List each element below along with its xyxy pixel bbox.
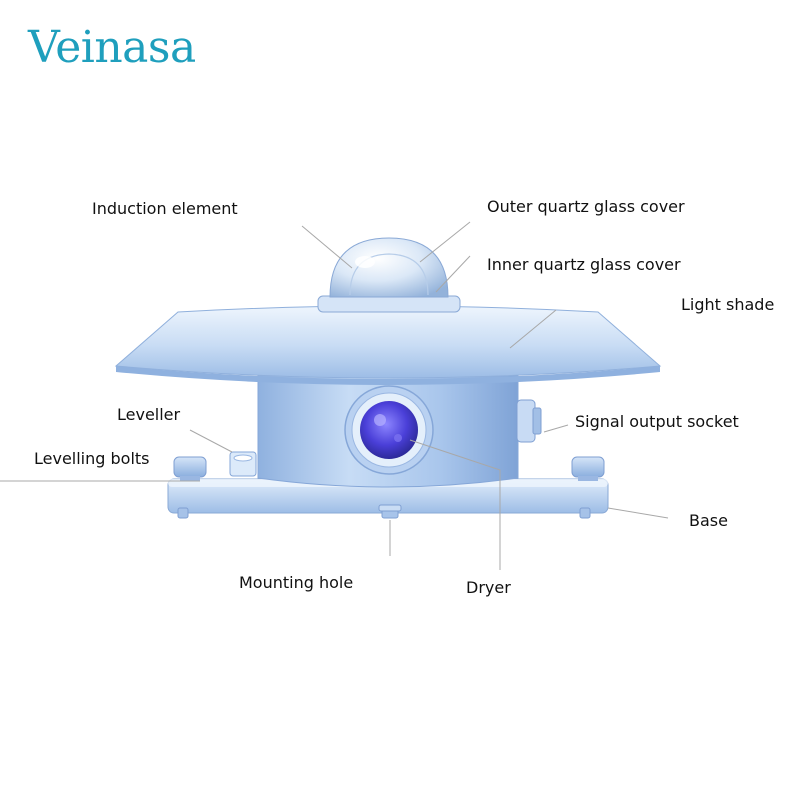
label-dryer: Dryer — [466, 578, 511, 597]
label-mounting-hole: Mounting hole — [239, 573, 354, 592]
label-base: Base — [689, 511, 728, 530]
label-signal-output-socket: Signal output socket — [575, 412, 739, 431]
mounting-hole — [378, 504, 402, 519]
leader-outer-glass — [419, 221, 471, 263]
base-edge-bolt-left — [177, 507, 189, 519]
base-edge-bolt-right — [579, 507, 591, 519]
outer-quartz-glass-dome — [329, 237, 449, 298]
leader-base — [607, 507, 669, 519]
leader-lines — [0, 221, 669, 570]
leader-dryer — [409, 439, 501, 570]
levelling-bolt-left — [173, 456, 207, 481]
dryer — [344, 385, 434, 475]
label-outer-quartz-glass-cover: Outer quartz glass cover — [487, 197, 685, 216]
label-light-shade: Light shade — [681, 295, 775, 314]
label-levelling-bolts: Levelling bolts — [34, 449, 150, 468]
leader-leveller — [189, 429, 233, 453]
label-induction-element: Induction element — [92, 199, 238, 218]
levelling-bolt-right — [571, 456, 605, 481]
light-shade — [114, 305, 662, 385]
brand-logo: Veinasa — [28, 22, 196, 73]
label-leveller: Leveller — [117, 405, 181, 424]
leveller — [229, 451, 257, 477]
leader-signal-socket — [543, 424, 569, 433]
label-inner-quartz-glass-cover: Inner quartz glass cover — [487, 255, 681, 274]
signal-output-socket — [516, 399, 542, 443]
leader-inner-glass — [435, 255, 471, 293]
leader-induction-element — [301, 225, 353, 269]
dome-collar — [317, 295, 461, 313]
leader-light-shade — [509, 309, 557, 349]
